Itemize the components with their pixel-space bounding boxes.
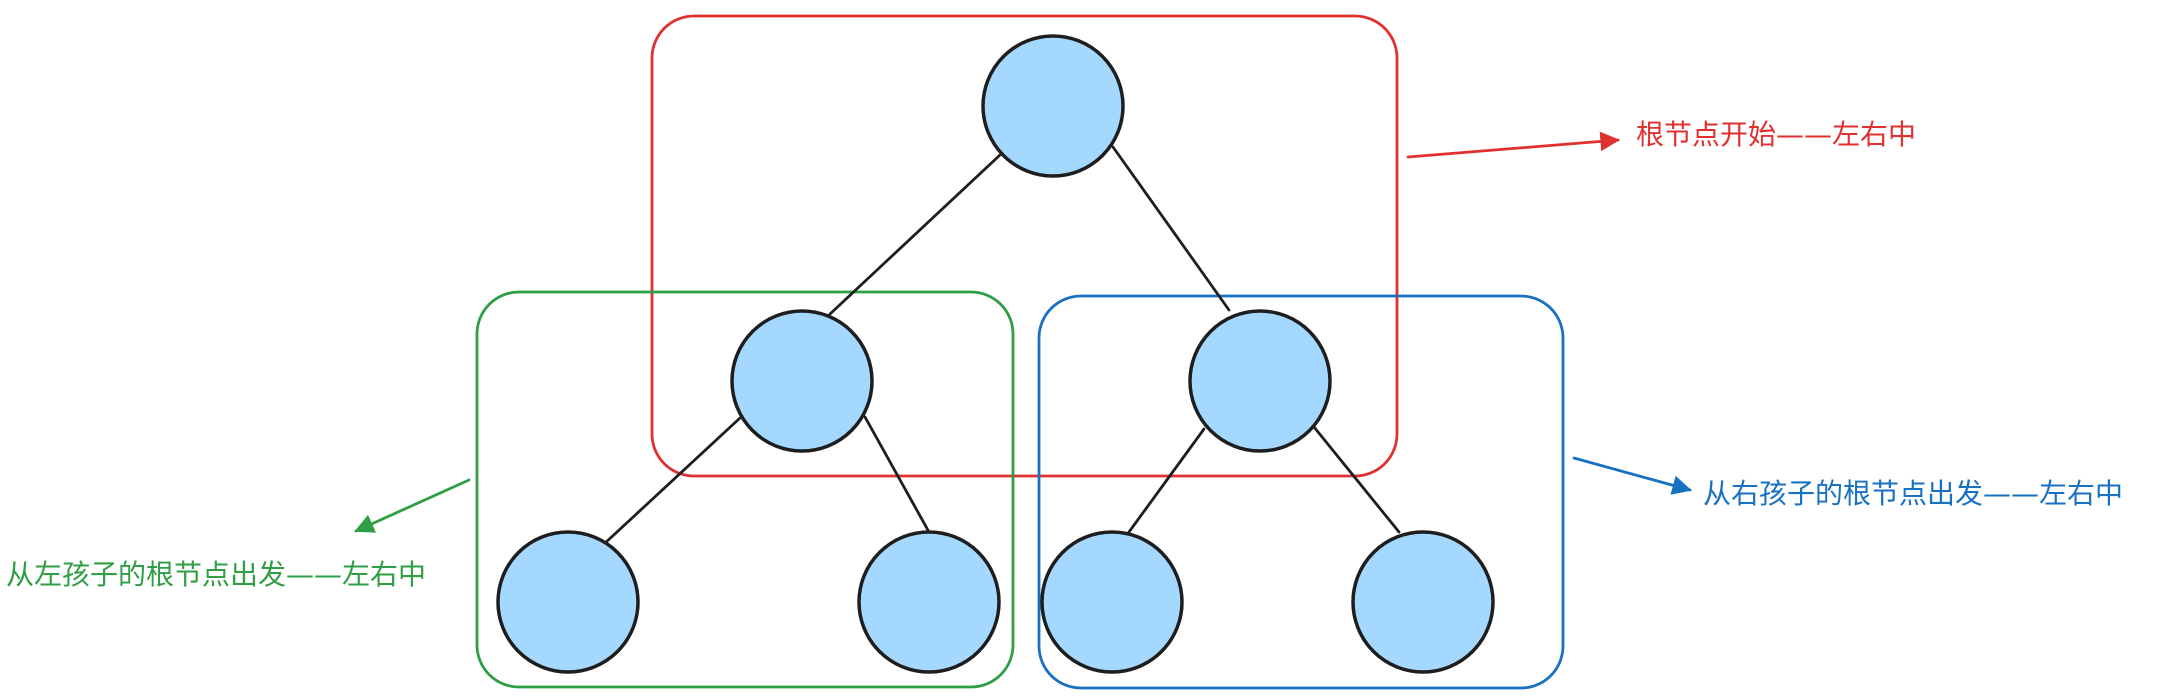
label-left: 从左孩子的根节点出发——左右中 xyxy=(6,558,426,591)
arrow-root xyxy=(1406,131,1620,159)
tree-node-right-left xyxy=(1040,530,1184,674)
edge-root-right xyxy=(1111,145,1231,312)
edge-left-rightleaf xyxy=(863,415,931,534)
arrow-right xyxy=(1572,456,1692,495)
edge-left-leftleaf xyxy=(602,416,742,546)
right-subtree-box xyxy=(1037,294,1565,690)
edge-right-rightleaf xyxy=(1312,425,1401,534)
tree-node-right xyxy=(1188,309,1332,453)
tree-node-right-right xyxy=(1351,530,1495,674)
edge-right-leftleaf xyxy=(1127,427,1206,534)
label-root: 根节点开始——左右中 xyxy=(1636,118,1916,151)
left-subtree-box xyxy=(475,290,1015,689)
tree-node-left xyxy=(730,309,874,453)
tree-node-left-right xyxy=(857,530,1001,674)
label-right: 从右孩子的根节点出发——左右中 xyxy=(1703,477,2123,510)
root-group-box xyxy=(650,14,1399,478)
arrow-left xyxy=(354,478,471,533)
edge-root-left xyxy=(828,153,1002,316)
tree-node-left-left xyxy=(496,530,640,674)
tree-node-root xyxy=(981,34,1125,178)
